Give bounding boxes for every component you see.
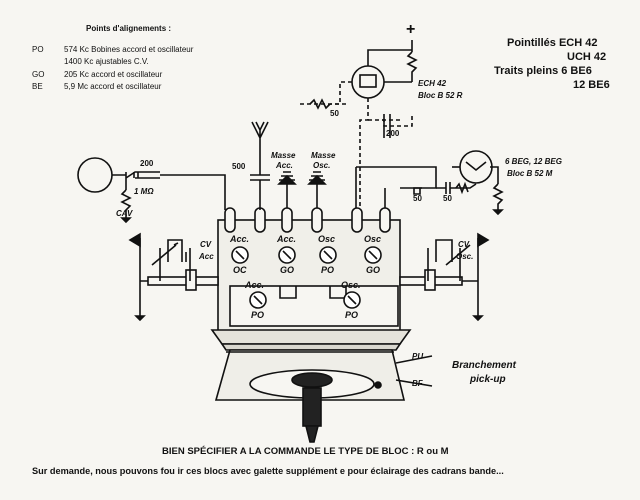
knobs — [231, 246, 382, 309]
knob-label-top: Osc. — [341, 280, 361, 290]
footer-line-2: Sur demande, nous pouvons fou ir ces blo… — [32, 466, 504, 476]
res-50-top: 50 — [330, 109, 339, 118]
res-1mohm: 1 MΩ — [134, 187, 154, 196]
cv-acc-1: CV — [200, 240, 212, 249]
beg-label: 6 BEG, 12 BEG — [505, 157, 562, 166]
knob-label-top: Osc — [364, 234, 382, 244]
alignment-row: BE 5,9 Mc accord et oscillateur — [32, 82, 161, 91]
knob-label-bottom: PO — [345, 310, 359, 320]
footer-line-1: BIEN SPÉCIFIER A LA COMMANDE LE TYPE DE … — [162, 446, 449, 457]
left-tab — [147, 276, 219, 286]
cv-osc-2: Osc. — [456, 252, 474, 261]
knob-label-top: Acc. — [230, 234, 250, 244]
cap-500: 500 — [232, 162, 246, 171]
knob-label-bottom: PO — [321, 265, 335, 275]
masse-osc-1: Masse — [311, 151, 336, 160]
alignment-title: Points d'alignements : — [86, 24, 172, 33]
cap-50-a: 50 — [413, 194, 422, 203]
masse-acc-2: Acc. — [276, 161, 293, 170]
cap-200-mid: 200 — [386, 129, 400, 138]
plus-label: + — [406, 21, 416, 38]
alignment-value: 574 Kc Bobines accord et oscillateur — [64, 45, 194, 54]
branchement-1: Branchement — [452, 360, 516, 371]
cv-acc-2: Acc — [199, 252, 214, 261]
knob-label-top: Osc — [318, 234, 336, 244]
alignment-row: PO 574 Kc Bobines accord et oscillateur — [32, 45, 193, 54]
alignment-value: 205 Kc accord et oscillateur — [64, 70, 163, 79]
cv-osc-1: CV — [458, 240, 470, 249]
knob-label-bottom: PO — [251, 310, 265, 320]
knob-label-top: Acc. — [277, 234, 297, 244]
legend-traits: Traits pleins 6 BE6 — [494, 65, 592, 77]
legend-12be6: 12 BE6 — [573, 79, 610, 91]
alignment-value: 1400 Kc ajustables C.V. — [64, 57, 149, 66]
branchement-2: pick-up — [470, 374, 506, 385]
knob-label-bottom: GO — [366, 265, 381, 275]
ech-label: ECH 42 — [418, 79, 447, 88]
knob-label-bottom: GO — [280, 265, 295, 275]
bloc-r-label: Bloc B 52 R — [418, 91, 463, 100]
alignment-value: 5,9 Mc accord et oscillateur — [64, 82, 162, 91]
cap-200-left: 200 — [140, 159, 154, 168]
legend-uch: UCH 42 — [567, 51, 607, 63]
cap-50-b: 50 — [443, 194, 452, 203]
cav-label: CAV — [116, 209, 133, 218]
legend-pointilles: Pointillés ECH 42 — [507, 37, 598, 49]
knob-label-bottom: OC — [233, 265, 247, 275]
alignment-row: 1400 Kc ajustables C.V. — [32, 57, 149, 66]
alignment-band: GO — [32, 70, 45, 79]
masse-acc-1: Masse — [271, 151, 296, 160]
pu-label: PU — [412, 352, 424, 361]
bf-label: BF — [412, 379, 423, 388]
alignment-row: GO 205 Kc accord et oscillateur — [32, 70, 162, 79]
alignment-band: BE — [32, 82, 43, 91]
knob-label-top: Acc. — [245, 280, 265, 290]
bloc-m-label: Bloc B 52 M — [507, 169, 553, 178]
alignment-band: PO — [32, 45, 44, 54]
masse-osc-2: Osc. — [313, 161, 331, 170]
